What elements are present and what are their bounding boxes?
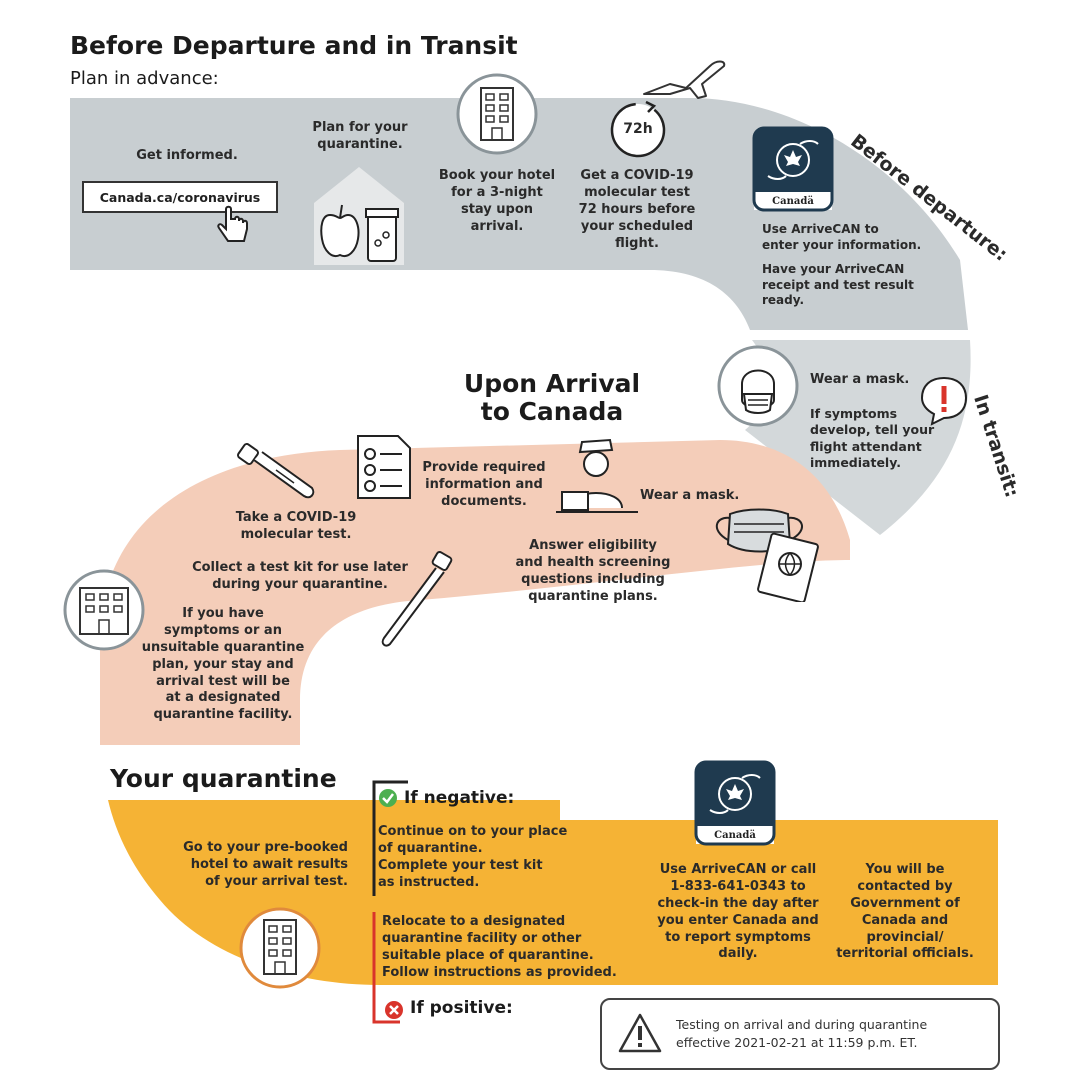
- arrivecan-brand: Canadä: [772, 196, 814, 207]
- warning-triangle-icon: [618, 1013, 662, 1053]
- quarantine-hotel-icon: [239, 907, 321, 989]
- go-to-hotel-text: Go to your pre-booked hotel to await res…: [183, 840, 348, 889]
- your-quarantine-title: Your quarantine: [110, 764, 337, 793]
- provide-info-text: Provide required information and documen…: [422, 460, 546, 509]
- facility-building-icon: [63, 569, 145, 651]
- passport-icon: [757, 532, 819, 602]
- negative-text: Continue on to your place of quarantine.…: [378, 824, 568, 890]
- transit-mask-text: Wear a mask.: [810, 372, 910, 387]
- alert-speech-bubble-icon: [920, 376, 968, 426]
- get-informed-text: Get informed.: [136, 148, 238, 163]
- border-officer-icon: [556, 438, 638, 513]
- arrivecan-app-icon-2[interactable]: [694, 760, 776, 846]
- upon-arrival-title: Upon Arrival to Canada: [463, 369, 641, 426]
- gold-band: [108, 800, 998, 985]
- before-departure-title: Before Departure and in Transit: [70, 31, 518, 60]
- coronavirus-url: Canada.ca/coronavirus: [99, 189, 261, 205]
- swab-tube-icon: [381, 551, 453, 647]
- plan-in-advance-subtitle: Plan in advance:: [70, 68, 219, 89]
- book-hotel-text: Book your hotel for a 3-night stay upon …: [438, 168, 556, 234]
- take-test-text: Take a COVID-19 molecular test.: [235, 510, 357, 542]
- collect-kit-text: Collect a test kit for use later during …: [192, 560, 408, 592]
- contacted-text: You will be contacted by Government of C…: [836, 862, 974, 962]
- timer-72h-icon: [610, 100, 666, 158]
- hand-pointer-icon: [217, 205, 248, 242]
- checklist-document-icon: [357, 435, 411, 499]
- notice-text: Testing on arrival and during quarantine…: [676, 1017, 928, 1051]
- screening-text: Answer eligibility and health screening …: [515, 538, 671, 604]
- airplane-icon: [643, 60, 726, 99]
- arrival-mask-text: Wear a mask.: [640, 488, 740, 503]
- plan-quarantine-text: Plan for your quarantine.: [312, 120, 408, 152]
- x-circle-icon: [385, 1001, 403, 1019]
- effective-date-notice: Testing on arrival and during quarantine…: [600, 998, 1000, 1070]
- arrivecan-brand-2: Canadä: [714, 830, 756, 841]
- masked-face-icon: [717, 345, 799, 427]
- covid-test-text: Get a COVID-19 molecular test 72 hours b…: [578, 168, 696, 251]
- timer-label: 72h: [623, 121, 653, 137]
- house-groceries-icon: [314, 167, 404, 265]
- transit-symptoms-text: If symptoms develop, tell your flight at…: [810, 406, 935, 470]
- coronavirus-url-box[interactable]: Canada.ca/coronavirus: [82, 181, 278, 213]
- grey-band: [70, 98, 968, 330]
- arrivecan-call-text: Use ArriveCAN or call 1-833-641-0343 to …: [657, 862, 819, 962]
- peach-band: [100, 440, 850, 745]
- if-positive-label: If positive:: [410, 998, 513, 1018]
- hotel-building-icon: [456, 73, 538, 155]
- symptoms-facility-text: If you have symptoms or an unsuitable qu…: [141, 606, 305, 723]
- have-receipt-text: Have your ArriveCAN receipt and test res…: [762, 262, 914, 308]
- grey-band-transit: [745, 340, 971, 535]
- check-circle-icon: [379, 789, 397, 807]
- arrivecan-app-icon[interactable]: [752, 126, 834, 212]
- positive-text: Relocate to a designated quarantine faci…: [382, 914, 617, 980]
- test-tube-icon: [237, 443, 315, 499]
- use-arrivecan-text: Use ArriveCAN to enter your information.: [762, 222, 922, 252]
- if-negative-label: If negative:: [404, 788, 515, 808]
